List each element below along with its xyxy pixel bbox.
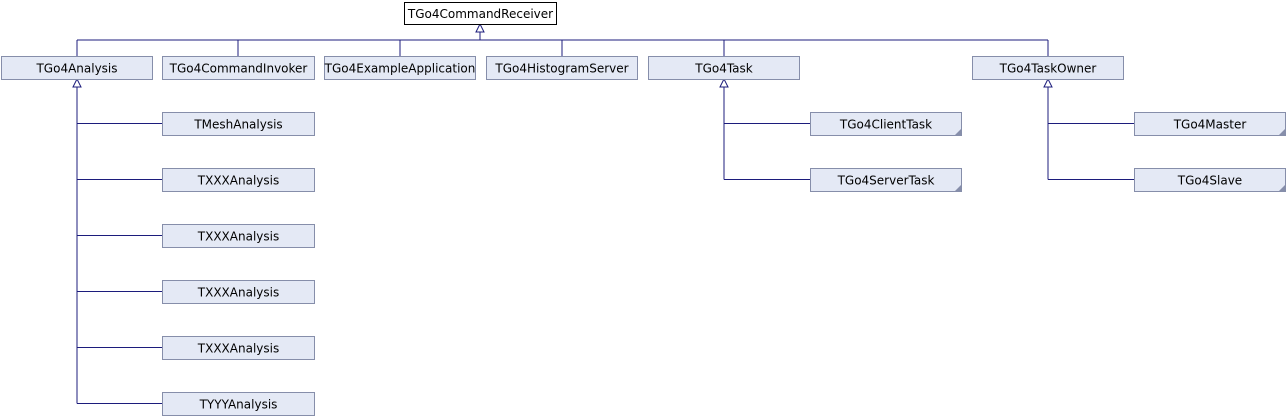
fold-corner-icon — [955, 129, 961, 135]
class-box-mesh[interactable]: TMeshAnalysis — [162, 112, 315, 136]
class-box-root[interactable]: TGo4CommandReceiver — [404, 2, 557, 25]
class-name-label: TGo4CommandInvoker — [169, 62, 308, 76]
class-box-frame — [648, 56, 800, 80]
class-box-frame — [972, 56, 1124, 80]
class-box-frame — [486, 56, 638, 80]
class-box-frame — [810, 112, 962, 136]
class-box-servertask[interactable]: TGo4ServerTask — [810, 168, 962, 192]
class-name-label: TXXXAnalysis — [197, 174, 279, 188]
class-box-analysis[interactable]: TGo4Analysis — [1, 56, 153, 80]
class-box-frame — [1, 56, 153, 80]
class-box-taskowner[interactable]: TGo4TaskOwner — [972, 56, 1124, 80]
class-box-clienttask[interactable]: TGo4ClientTask — [810, 112, 962, 136]
class-box-frame — [162, 56, 315, 80]
class-box-frame — [162, 224, 315, 248]
class-name-label: TXXXAnalysis — [197, 342, 279, 356]
arrow-task — [719, 77, 729, 88]
class-name-label: TGo4Analysis — [35, 62, 117, 76]
class-box-frame — [162, 280, 315, 304]
class-name-label: TMeshAnalysis — [193, 118, 282, 132]
fold-corner-icon — [1279, 185, 1285, 191]
arrow-analysis — [72, 77, 82, 88]
class-name-label: TXXXAnalysis — [197, 286, 279, 300]
fold-corner-icon — [1279, 129, 1285, 135]
arrow-root — [475, 22, 485, 33]
inheritance-edges — [72, 22, 1134, 404]
class-box-xxx1[interactable]: TXXXAnalysis — [162, 168, 315, 192]
class-name-label: TGo4ExampleApplication — [324, 62, 476, 76]
class-name-label: TGo4Task — [694, 62, 753, 76]
class-name-label: TGo4TaskOwner — [999, 62, 1097, 76]
class-box-yyy[interactable]: TYYYAnalysis — [162, 392, 315, 416]
class-name-label: TGo4CommandReceiver — [407, 7, 553, 21]
class-box-frame — [162, 336, 315, 360]
class-box-xxx2[interactable]: TXXXAnalysis — [162, 224, 315, 248]
class-name-label: TXXXAnalysis — [197, 230, 279, 244]
class-box-frame — [404, 2, 557, 25]
class-name-label: TGo4ServerTask — [837, 174, 935, 188]
class-name-label: TGo4ClientTask — [839, 118, 932, 132]
class-name-label: TGo4HistogramServer — [494, 62, 628, 76]
class-box-frame — [162, 112, 315, 136]
class-name-label: TGo4Master — [1173, 118, 1247, 132]
class-box-master[interactable]: TGo4Master — [1134, 112, 1286, 136]
class-box-histserver[interactable]: TGo4HistogramServer — [486, 56, 638, 80]
class-box-invoker[interactable]: TGo4CommandInvoker — [162, 56, 315, 80]
class-name-label: TGo4Slave — [1177, 174, 1242, 188]
class-box-slave[interactable]: TGo4Slave — [1134, 168, 1286, 192]
class-box-exampleapp[interactable]: TGo4ExampleApplication — [324, 56, 476, 80]
arrow-taskowner — [1043, 77, 1053, 88]
class-box-frame — [162, 168, 315, 192]
class-box-xxx4[interactable]: TXXXAnalysis — [162, 336, 315, 360]
class-box-xxx3[interactable]: TXXXAnalysis — [162, 280, 315, 304]
class-box-frame — [324, 56, 476, 80]
class-box-task[interactable]: TGo4Task — [648, 56, 800, 80]
class-box-frame — [810, 168, 962, 192]
class-name-label: TYYYAnalysis — [199, 398, 278, 412]
fold-corner-icon — [955, 185, 961, 191]
